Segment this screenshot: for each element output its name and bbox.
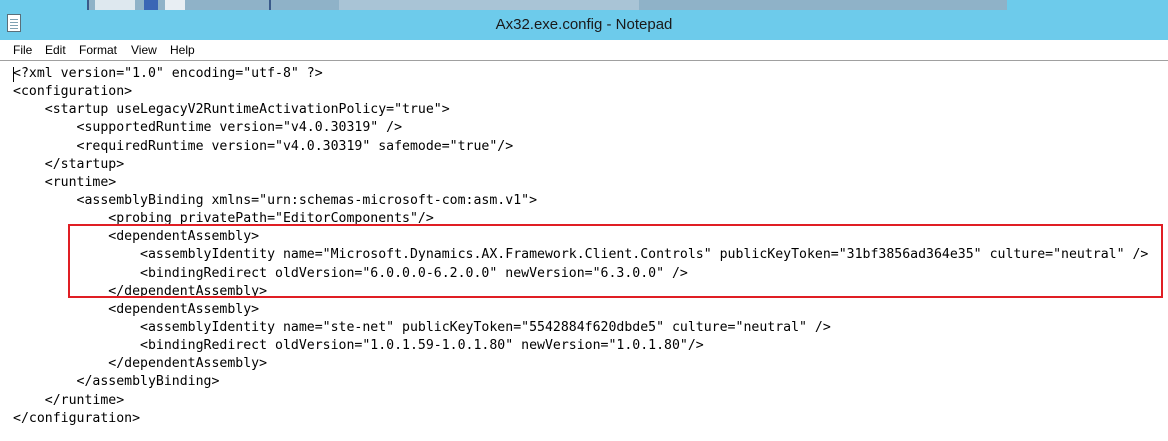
menu-file[interactable]: File [13, 43, 33, 57]
menu-format[interactable]: Format [79, 43, 118, 57]
title-bar[interactable]: Ax32.exe.config - Notepad [0, 0, 1168, 40]
code-line-11: <assemblyIdentity name="Microsoft.Dynami… [13, 247, 1149, 263]
menu-edit[interactable]: Edit [45, 43, 66, 57]
notepad-icon[interactable] [7, 14, 21, 32]
menu-bar: File Edit Format View Help [0, 40, 1168, 60]
text-editor[interactable]: <?xml version="1.0" encoding="utf-8" ?> <… [0, 60, 1168, 441]
background-window-strip [87, 0, 1007, 10]
code-line-9: <probing privatePath="EditorComponents"/… [13, 211, 434, 227]
editor-content[interactable]: <?xml version="1.0" encoding="utf-8" ?> <… [13, 65, 1148, 428]
code-line-19: </runtime> [13, 392, 125, 408]
code-line-8: <assemblyBinding xmlns="urn:schemas-micr… [13, 192, 538, 208]
code-line-18: </assemblyBinding> [13, 374, 220, 390]
code-line-13: </dependentAssembly> [13, 283, 268, 299]
code-line-1: <?xml version="1.0" encoding="utf-8" ?> [13, 66, 323, 81]
code-line-17: </dependentAssembly> [13, 356, 268, 372]
menu-view[interactable]: View [131, 43, 157, 57]
code-line-15: <assemblyIdentity name="ste-net" publicK… [13, 319, 831, 335]
window-title: Ax32.exe.config - Notepad [495, 16, 673, 33]
code-line-4: <supportedRuntime version="v4.0.30319" /… [13, 120, 403, 136]
text-caret [13, 67, 14, 82]
code-line-20: </configuration> [13, 410, 141, 426]
code-line-7: <runtime> [13, 174, 117, 190]
code-line-12: <bindingRedirect oldVersion="6.0.0.0-6.2… [13, 265, 688, 281]
code-line-2: <configuration> [13, 84, 133, 100]
code-line-5: <requiredRuntime version="v4.0.30319" sa… [13, 138, 514, 154]
code-line-6: </startup> [13, 156, 125, 172]
menu-help[interactable]: Help [170, 43, 195, 57]
code-line-10: <dependentAssembly> [13, 229, 260, 245]
code-line-16: <bindingRedirect oldVersion="1.0.1.59-1.… [13, 338, 704, 354]
code-line-3: <startup useLegacyV2RuntimeActivationPol… [13, 102, 450, 118]
code-line-14: <dependentAssembly> [13, 301, 260, 317]
